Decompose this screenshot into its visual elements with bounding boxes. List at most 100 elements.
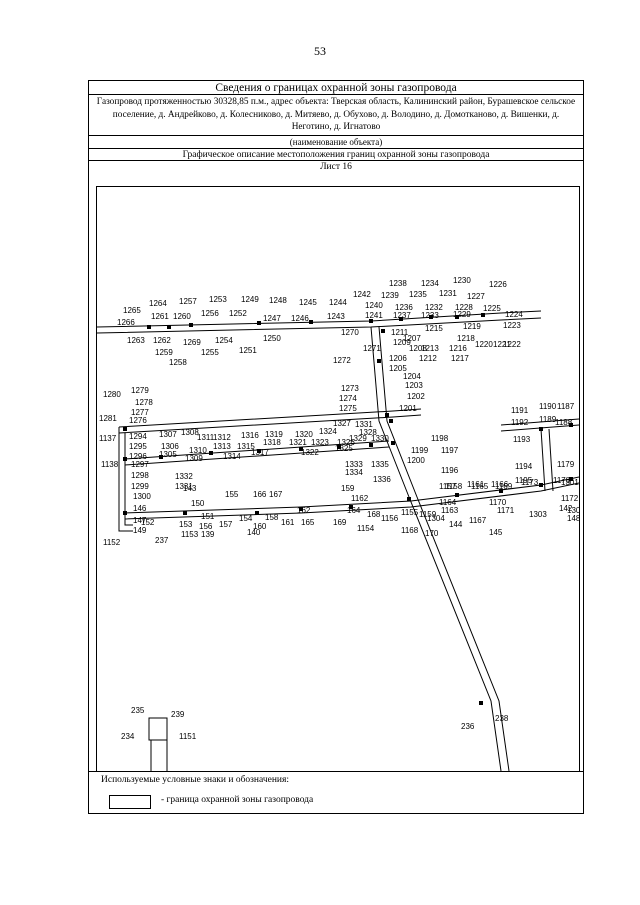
map-node-marker bbox=[377, 359, 381, 363]
object-description: Газопровод протяженностью 30328,85 п.м.,… bbox=[89, 95, 583, 136]
map-point-label: 1316 bbox=[241, 431, 259, 440]
map-point-label: 1328 bbox=[359, 428, 377, 437]
map-point-label: 1221 bbox=[493, 340, 511, 349]
map-point-label: 1171 bbox=[497, 506, 515, 515]
map-point-label: 1303 bbox=[529, 510, 547, 519]
map-point-label: 1254 bbox=[215, 336, 233, 345]
map-point-label: 1205 bbox=[389, 364, 407, 373]
map-node-marker bbox=[481, 313, 485, 317]
map-point-label: 142 bbox=[559, 504, 573, 513]
map-node-marker bbox=[381, 329, 385, 333]
map-point-label: 1158 bbox=[445, 482, 463, 491]
map-point-label: 1324 bbox=[319, 427, 337, 436]
map-point-label: 1329 bbox=[349, 434, 367, 443]
map-point-label: 1318 bbox=[263, 438, 281, 447]
map-point-label: 1297 bbox=[131, 460, 149, 469]
map-point-label: 161 bbox=[281, 518, 295, 527]
sheet-number: Лист 16 bbox=[320, 162, 352, 172]
map-point-label: 1218 bbox=[457, 334, 475, 343]
map-point-label: 1271 bbox=[363, 344, 381, 353]
graphic-description-title: Графическое описание местоположения гран… bbox=[89, 148, 583, 161]
map-point-label: 148 bbox=[567, 514, 579, 523]
map-point-label: 235 bbox=[131, 706, 145, 715]
map-point-label: 152 bbox=[141, 518, 155, 527]
map-point-label: 1266 bbox=[117, 318, 135, 327]
map-point-label: 1296 bbox=[129, 452, 147, 461]
map-point-label: 1231 bbox=[439, 289, 457, 298]
map-point-label: 1209 bbox=[393, 338, 411, 347]
map-point-label: 1315 bbox=[237, 442, 255, 451]
map-point-label: 1335 bbox=[371, 460, 389, 469]
map-point-label: 166 bbox=[253, 490, 267, 499]
map-point-label: 153 bbox=[179, 520, 193, 529]
map-point-label: 1245 bbox=[299, 298, 317, 307]
map-point-label: 1276 bbox=[129, 416, 147, 425]
map-point-label: 1273 bbox=[341, 384, 359, 393]
map-node-marker bbox=[257, 449, 261, 453]
map-point-label: 1234 bbox=[421, 279, 439, 288]
map-point-label: 1251 bbox=[239, 346, 257, 355]
map-point-label: 1278 bbox=[135, 398, 153, 407]
map-point-label: 238 bbox=[495, 714, 509, 723]
map-point-label: 1162 bbox=[351, 494, 369, 503]
map-point-label: 1227 bbox=[467, 292, 485, 301]
map-node-marker bbox=[499, 489, 503, 493]
map-point-label: 1253 bbox=[209, 295, 227, 304]
map-point-label: 1299 bbox=[131, 482, 149, 491]
map-point-label: 1203 bbox=[405, 381, 423, 390]
map-point-label: 1259 bbox=[155, 348, 173, 357]
map-point-label: 1307 bbox=[159, 430, 177, 439]
map-node-marker bbox=[183, 511, 187, 515]
map-point-label: 1204 bbox=[403, 372, 421, 381]
map-point-label: 1202 bbox=[407, 392, 425, 401]
map-node-marker bbox=[123, 457, 127, 461]
map-point-label: 1215 bbox=[425, 324, 443, 333]
map-point-label: 1308 bbox=[181, 428, 199, 437]
map-node-marker bbox=[429, 315, 433, 319]
map-point-label: 1194 bbox=[515, 462, 533, 471]
map-point-label: 158 bbox=[265, 513, 279, 522]
map-point-label: 1216 bbox=[449, 344, 467, 353]
map-point-label: 1172 bbox=[561, 494, 579, 503]
legend-boundary-label: - граница охранной зоны газопровода bbox=[161, 795, 314, 805]
map-point-label: 1261 bbox=[151, 312, 169, 321]
map-node-marker bbox=[479, 701, 483, 705]
map-point-label: 1211 bbox=[391, 328, 409, 337]
map-point-label: 143 bbox=[183, 484, 197, 493]
map-point-label: 1240 bbox=[365, 301, 383, 310]
map-point-label: 154 bbox=[239, 514, 253, 523]
map-point-label: 1301 bbox=[561, 478, 579, 487]
map-point-label: 1178 bbox=[553, 476, 571, 485]
map-node-marker bbox=[255, 511, 259, 515]
map-point-label: 237 bbox=[155, 536, 169, 545]
map-point-label: 1322 bbox=[301, 448, 319, 457]
map-node-marker bbox=[369, 319, 373, 323]
map-point-label: 1190 bbox=[539, 402, 557, 411]
map-point-label: 1249 bbox=[241, 295, 259, 304]
map-point-label: 1166 bbox=[491, 480, 509, 489]
map-node-marker bbox=[167, 325, 171, 329]
map-point-label: 1300 bbox=[133, 492, 151, 501]
map-point-label: 1213 bbox=[421, 344, 439, 353]
map-point-label: 1330 bbox=[371, 434, 389, 443]
map-point-label: 1159 bbox=[419, 510, 437, 519]
map-point-label: 1304 bbox=[427, 514, 445, 523]
map-point-label: 1243 bbox=[327, 312, 345, 321]
map-point-label: 168 bbox=[367, 510, 381, 519]
map-node-marker bbox=[389, 419, 393, 423]
map-point-label: 1169 bbox=[495, 482, 513, 491]
map-node-marker bbox=[349, 505, 353, 509]
map-point-label: 239 bbox=[171, 710, 185, 719]
map-point-label: 1323 bbox=[311, 438, 329, 447]
map-point-label: 1151 bbox=[179, 732, 197, 741]
map-node-marker bbox=[407, 497, 411, 501]
map-node-marker bbox=[399, 317, 403, 321]
map-point-label: 1257 bbox=[179, 297, 197, 306]
map-point-label: 165 bbox=[301, 518, 315, 527]
map-point-label: 149 bbox=[133, 526, 147, 535]
map-point-label: 169 bbox=[333, 518, 347, 527]
map-point-label: 1270 bbox=[341, 328, 359, 337]
map-point-label: 1225 bbox=[483, 304, 501, 313]
